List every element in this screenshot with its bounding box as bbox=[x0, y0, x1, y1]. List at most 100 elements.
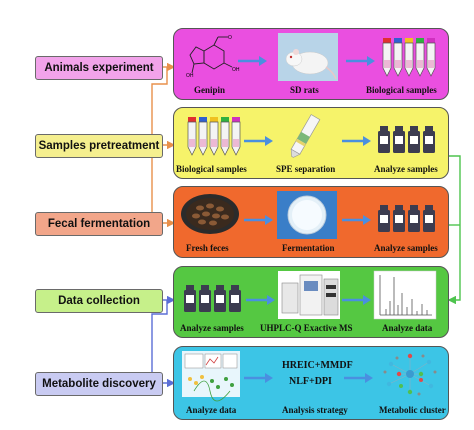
tube-liquid bbox=[189, 139, 195, 147]
vial-label bbox=[380, 136, 388, 144]
vial-cap bbox=[410, 126, 418, 131]
arrow-icon bbox=[244, 373, 273, 383]
vial-cap bbox=[231, 285, 239, 290]
strategy-nlf-dpi: NLF+DPI bbox=[289, 376, 332, 387]
vial-label bbox=[380, 215, 388, 223]
tube-cap bbox=[394, 38, 402, 43]
vials-icon bbox=[378, 205, 435, 232]
stage-data-collection: Data collection bbox=[35, 289, 163, 313]
tube-liquid bbox=[233, 139, 239, 147]
arrow-icon bbox=[342, 295, 371, 305]
tube-liquid bbox=[384, 60, 390, 68]
tube-cap bbox=[232, 117, 240, 122]
arrow-icon bbox=[342, 136, 371, 146]
green-connector bbox=[447, 155, 461, 305]
vial-cap bbox=[425, 205, 433, 210]
arrow-icon bbox=[246, 295, 275, 305]
stage-metabolite-discovery: Metabolite discovery bbox=[35, 372, 163, 396]
svg-text:OH: OH bbox=[186, 73, 194, 79]
vials-icon bbox=[378, 126, 435, 153]
caption-biological-samples: Biological samples bbox=[366, 85, 437, 95]
stage-label: Fecal fermentation bbox=[47, 218, 151, 230]
arrow-icon bbox=[238, 56, 267, 66]
caption-analyze-samples: Analyze samples bbox=[180, 323, 244, 333]
arrow-icon bbox=[342, 215, 371, 225]
vial-label bbox=[186, 295, 194, 303]
vial-cap bbox=[201, 285, 209, 290]
tube-rack-icon bbox=[382, 38, 436, 77]
vial-cap bbox=[395, 126, 403, 131]
vial-label bbox=[231, 295, 239, 303]
vial-label bbox=[425, 136, 433, 144]
tube-liquid bbox=[406, 60, 412, 68]
tube-liquid bbox=[222, 139, 228, 147]
tube-body bbox=[198, 121, 208, 156]
arrow-icon bbox=[344, 373, 373, 383]
caption-analyze-samples: Analyze samples bbox=[374, 164, 438, 174]
spectrum-plot-icon bbox=[373, 270, 437, 320]
mass-spectrometer-icon bbox=[278, 271, 340, 319]
panel-metabolite-discovery: HREIC+MMDF NLF+DPI Analyze data Analysis… bbox=[173, 346, 449, 420]
stage-label: Samples pretreatment bbox=[38, 140, 160, 152]
tube-cap bbox=[383, 38, 391, 43]
tube-liquid bbox=[428, 60, 434, 68]
vial-label bbox=[410, 215, 418, 223]
rat-photo-icon bbox=[278, 33, 338, 81]
arrow-icon bbox=[244, 215, 273, 225]
tube-cap bbox=[416, 38, 424, 43]
caption-analysis-strategy: Analysis strategy bbox=[282, 405, 348, 415]
tube-cap bbox=[199, 117, 207, 122]
vial-label bbox=[216, 295, 224, 303]
panel-fecal-fermentation: Fresh feces Fermentation Analyze samples bbox=[173, 186, 449, 258]
vial-label bbox=[395, 136, 403, 144]
stage-label: Animals experiment bbox=[44, 62, 154, 74]
spe-cartridge-icon bbox=[290, 114, 321, 158]
vials-icon bbox=[184, 285, 241, 312]
stage-label: Metabolite discovery bbox=[42, 378, 156, 390]
tube-cap bbox=[427, 38, 435, 43]
caption-spe-separation: SPE separation bbox=[276, 164, 336, 174]
arrow-icon bbox=[346, 56, 375, 66]
tube-body bbox=[220, 121, 230, 156]
data-analysis-icon bbox=[182, 351, 240, 402]
vial-label bbox=[425, 215, 433, 223]
caption-analyze-samples: Analyze samples bbox=[374, 243, 438, 253]
tube-rack-icon bbox=[187, 117, 241, 156]
petri-dish-icon bbox=[277, 191, 337, 239]
tube-body bbox=[426, 42, 436, 77]
vial-cap bbox=[186, 285, 194, 290]
caption-metabolic-cluster: Metabolic cluster bbox=[379, 405, 446, 415]
tube-liquid bbox=[417, 60, 423, 68]
vial-cap bbox=[410, 205, 418, 210]
tube-body bbox=[209, 121, 219, 156]
tube-cap bbox=[221, 117, 229, 122]
tube-cap bbox=[210, 117, 218, 122]
stage-label: Data collection bbox=[58, 295, 140, 307]
vial-cap bbox=[425, 126, 433, 131]
stage-samples-pretreatment: Samples pretreatment bbox=[35, 134, 163, 158]
svg-text:OH: OH bbox=[232, 67, 240, 73]
vial-label bbox=[201, 295, 209, 303]
caption-sd-rats: SD rats bbox=[290, 85, 319, 95]
caption-genipin: Genipin bbox=[194, 85, 226, 95]
metabolic-cluster-icon bbox=[383, 353, 437, 396]
genipin-structure-icon: O OH OH bbox=[186, 35, 240, 79]
vial-label bbox=[395, 215, 403, 223]
fresh-feces-icon bbox=[181, 194, 239, 234]
tube-body bbox=[382, 42, 392, 77]
tube-body bbox=[187, 121, 197, 156]
stage-fecal-fermentation: Fecal fermentation bbox=[35, 212, 163, 236]
strategy-hreic-mmdf: HREIC+MMDF bbox=[282, 360, 353, 371]
arrow-icon bbox=[244, 136, 273, 146]
svg-text:O: O bbox=[228, 35, 232, 41]
stage-animals-experiment: Animals experiment bbox=[35, 56, 163, 80]
tube-body bbox=[393, 42, 403, 77]
tube-body bbox=[415, 42, 425, 77]
tube-body bbox=[404, 42, 414, 77]
vial-label bbox=[410, 136, 418, 144]
tube-body bbox=[231, 121, 241, 156]
tube-cap bbox=[405, 38, 413, 43]
caption-fresh-feces: Fresh feces bbox=[186, 243, 229, 253]
panel-animals-experiment: O OH OH Genipin SD rats Biological sampl… bbox=[173, 28, 449, 100]
vial-cap bbox=[380, 205, 388, 210]
